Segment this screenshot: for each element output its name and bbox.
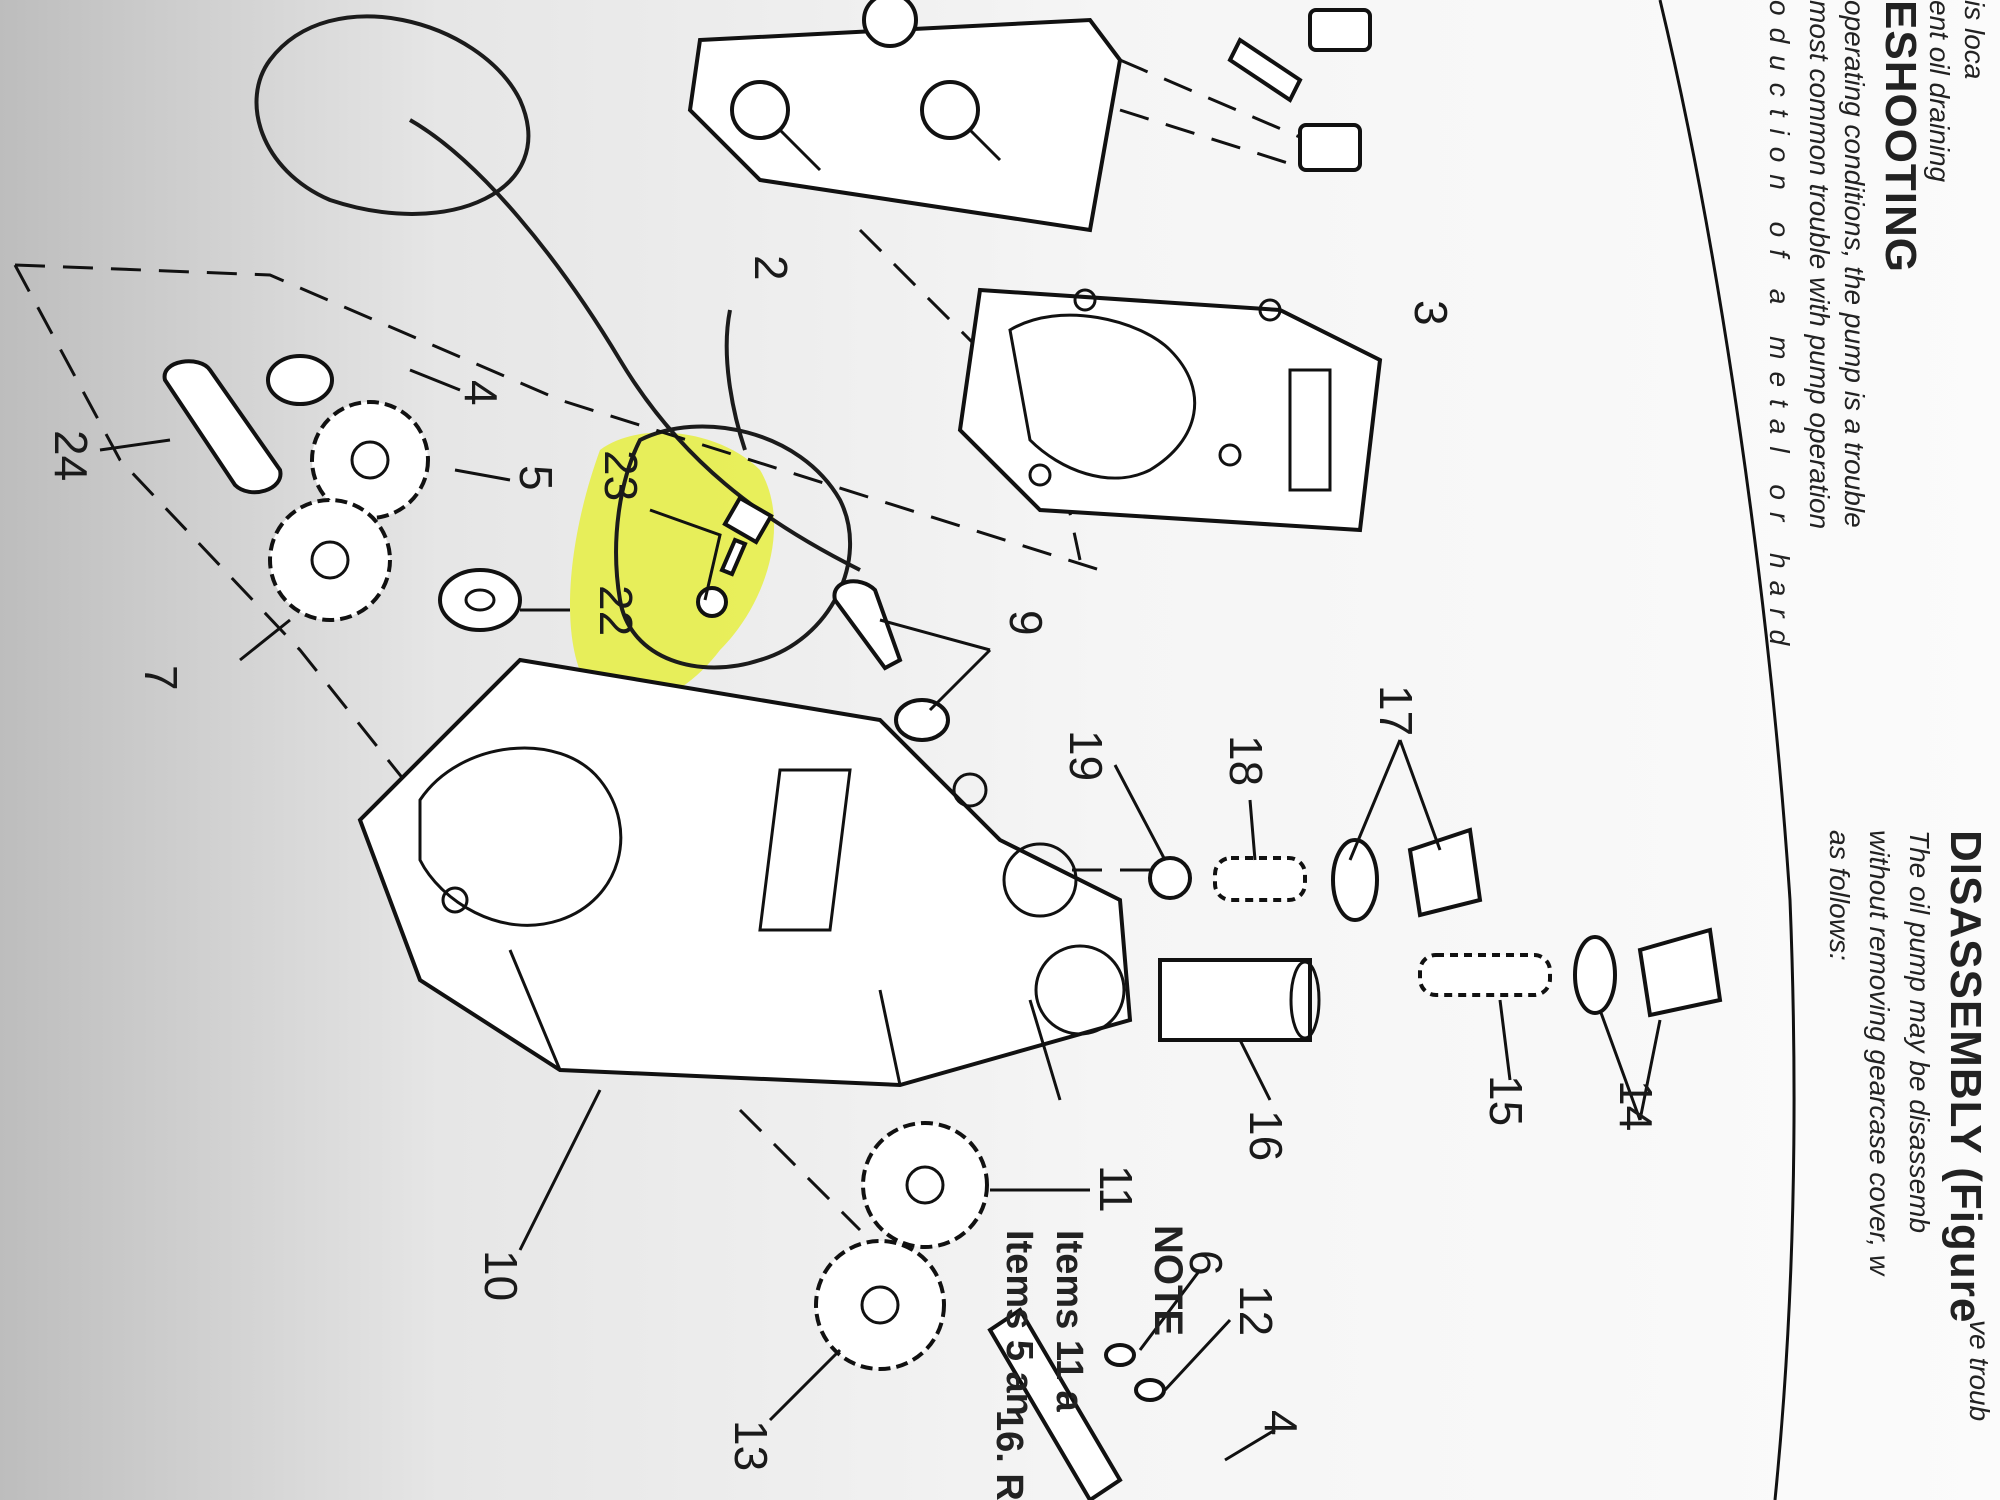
page-edge-curve: [1658, 0, 1796, 1500]
washer-part: [438, 568, 522, 632]
bolt-washer-part: [894, 698, 950, 742]
body-port: [1002, 842, 1078, 918]
key-part: [1134, 1378, 1166, 1402]
small-washer-part: [696, 586, 728, 618]
cover-detail: [778, 128, 1002, 172]
plug-part: [1407, 827, 1483, 918]
pin-part: [162, 359, 283, 495]
clip-part: [266, 354, 334, 406]
callout-3: 3: [1405, 300, 1457, 326]
callout-9: 9: [1000, 610, 1052, 636]
gasket-part: [957, 287, 1383, 533]
callout-6: 6: [1180, 1250, 1232, 1276]
cover-boss: [730, 80, 790, 140]
gear-part: [861, 1121, 989, 1249]
gear-part: [268, 498, 392, 622]
callout-2: 2: [745, 255, 797, 281]
guide-line: [1119, 58, 1331, 152]
body-cavity: [418, 746, 623, 927]
fitting-part: [1308, 8, 1372, 52]
fitting-part: [1298, 123, 1362, 172]
callout-18: 18: [1220, 735, 1272, 786]
callout-7: 7: [135, 665, 187, 691]
gear-bore: [905, 1165, 945, 1205]
guide-line: [1119, 108, 1311, 172]
shaft-part: [987, 1307, 1123, 1500]
body-hole: [441, 886, 469, 914]
pen-circle: [254, 14, 531, 216]
gasket-hole: [1073, 288, 1097, 312]
gasket-opening: [1008, 313, 1197, 480]
ball-part: [1148, 856, 1192, 900]
callout-24: 24: [45, 430, 97, 481]
callout-4: 4: [455, 380, 507, 406]
callout-14: 14: [1610, 1080, 1662, 1131]
body-port: [1034, 944, 1126, 1036]
spring-part: [1418, 953, 1552, 997]
gasket-hole: [1028, 463, 1052, 487]
guide-line: [14, 263, 1101, 572]
o-ring-part: [1573, 935, 1617, 1015]
cover-boss: [920, 80, 980, 140]
callout-23: 23: [595, 450, 647, 501]
plug-part: [1637, 927, 1723, 1018]
callout-10: 10: [475, 1250, 527, 1301]
callout-13: 13: [725, 1420, 777, 1471]
gear-part: [814, 1239, 946, 1371]
callout-4-lower: 4: [1255, 1410, 1307, 1436]
key-part: [1104, 1343, 1136, 1367]
guide-line: [738, 1108, 862, 1232]
body-channel: [758, 768, 852, 932]
gear-bore: [860, 1285, 900, 1325]
callout-22: 22: [590, 585, 642, 636]
gear-bore: [310, 540, 350, 580]
pump-cover-part: [687, 17, 1123, 233]
bolt-part: [832, 579, 903, 671]
fitting-part: [1227, 37, 1303, 103]
body-edge: [508, 949, 1062, 1101]
pen-tick: [724, 309, 747, 451]
leader-line: [99, 368, 1662, 1462]
guide-line: [13, 264, 502, 901]
callout-17: 17: [1370, 685, 1422, 736]
o-ring-part: [1331, 838, 1379, 922]
washer-bore: [464, 588, 496, 612]
sleeve-part: [1158, 958, 1312, 1042]
cover-boss: [862, 0, 918, 48]
pump-body-part: [357, 657, 1133, 1088]
spring-part: [1213, 856, 1307, 902]
body-hole: [952, 772, 988, 808]
callout-12: 12: [1230, 1285, 1282, 1336]
screw-shank-part: [719, 537, 748, 577]
gasket-slot: [1288, 368, 1332, 492]
sleeve-end: [1289, 960, 1321, 1040]
callout-5: 5: [510, 465, 562, 491]
screw-head-part: [722, 495, 774, 545]
callout-11: 11: [1090, 1165, 1142, 1213]
gasket-hole: [1258, 298, 1282, 322]
gasket-hole: [1218, 443, 1242, 467]
gear-bore: [350, 440, 390, 480]
callout-15: 15: [1480, 1075, 1532, 1126]
pen-oval: [614, 424, 852, 670]
callout-16: 16: [1240, 1110, 1292, 1161]
callout-19: 19: [1060, 730, 1112, 781]
